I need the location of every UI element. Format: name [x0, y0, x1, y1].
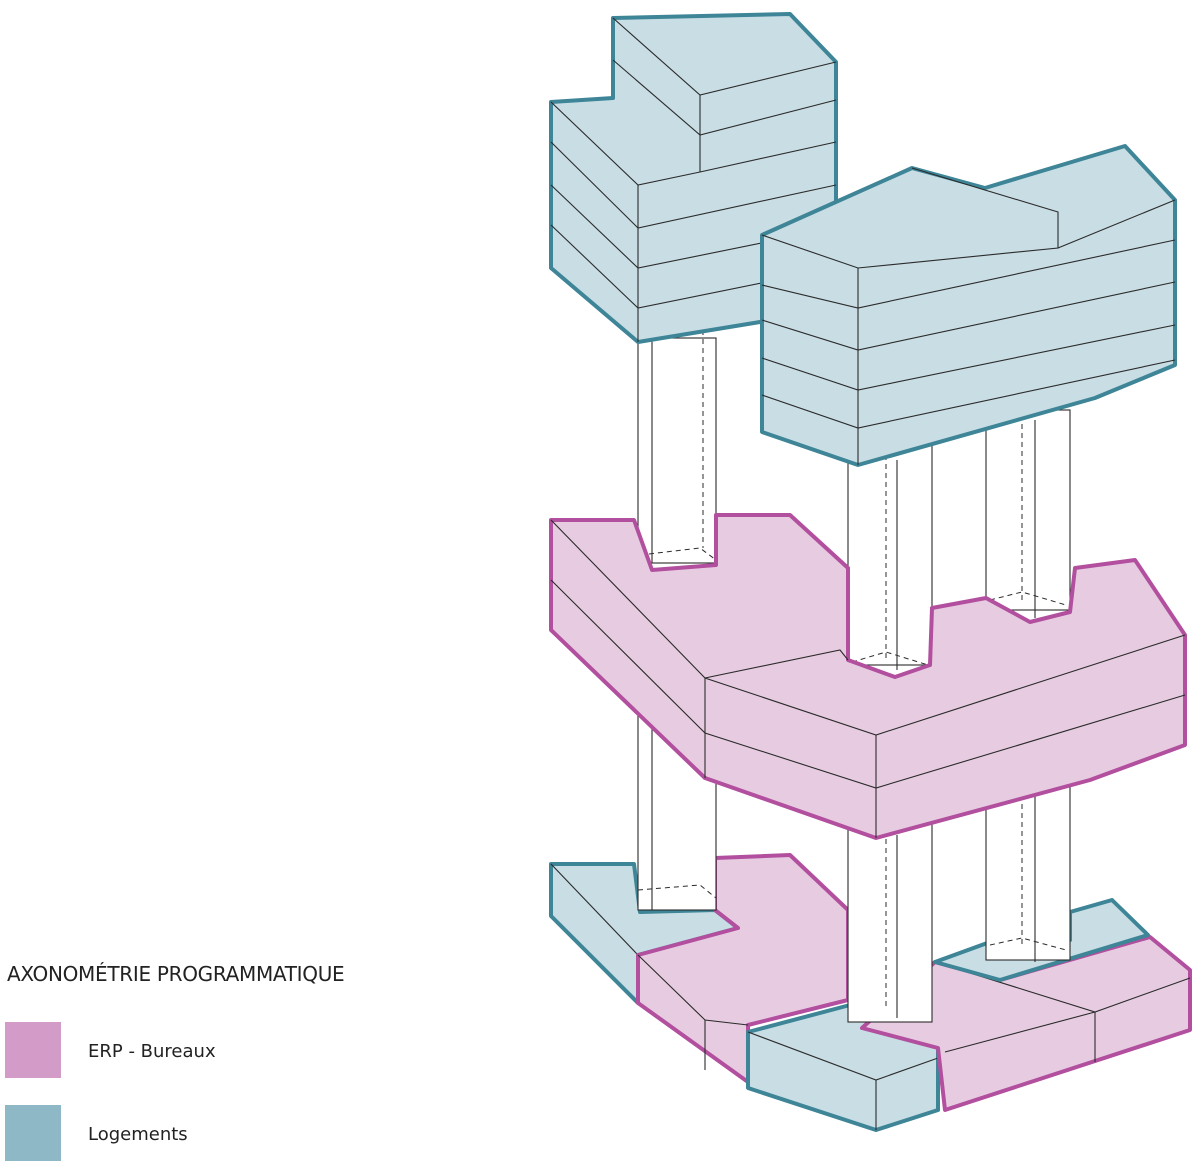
- legend-swatch-logements: [5, 1105, 61, 1161]
- structural-columns: [637, 330, 1071, 1023]
- middle-level-erp: [549, 513, 1187, 840]
- column-front-lower: [847, 821, 933, 1023]
- column-front-upper: [847, 444, 933, 666]
- tower-right-logements: [760, 144, 1177, 467]
- column-right-lower: [985, 779, 1071, 961]
- column-left-upper: [637, 337, 717, 564]
- legend-title: AXONOMÉTRIE PROGRAMMATIQUE: [7, 962, 345, 986]
- legend-label-logements: Logements: [88, 1124, 188, 1145]
- legend-swatch-erp: [5, 1022, 61, 1078]
- middle-erp-block: [549, 513, 1187, 840]
- column-right-upper: [985, 409, 1071, 611]
- legend-label-erp: ERP - Bureaux: [88, 1041, 216, 1062]
